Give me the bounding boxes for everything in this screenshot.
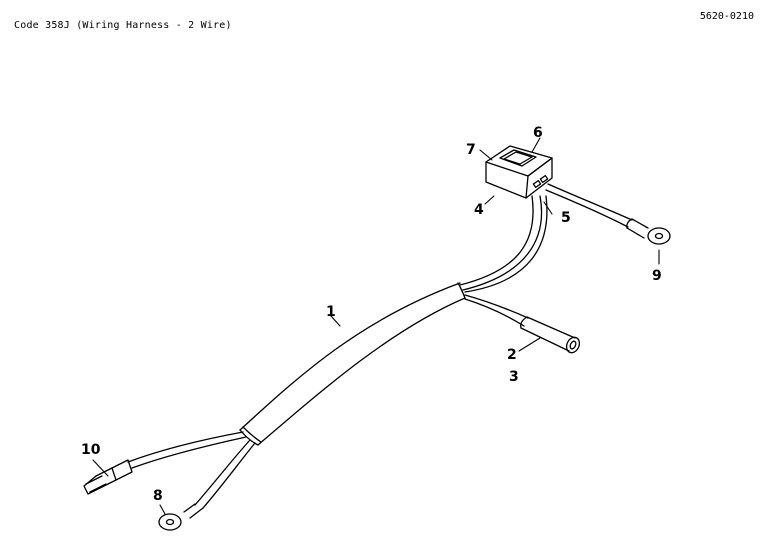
bullet-connector <box>520 316 581 354</box>
callout-6: 6 <box>533 125 543 141</box>
part-callouts: 1 2 3 4 5 6 7 8 9 10 <box>81 125 662 504</box>
callout-4: 4 <box>474 202 484 218</box>
wire-to-bullet-connector <box>464 294 529 327</box>
spade-terminal-10 <box>83 459 133 495</box>
callout-2: 2 <box>507 347 517 363</box>
callout-7: 7 <box>466 142 476 158</box>
callout-9: 9 <box>652 268 662 284</box>
callout-10: 10 <box>81 442 101 458</box>
wire-to-ring-terminal-9 <box>545 183 633 228</box>
wires-to-connector <box>459 195 548 293</box>
wires-left-end <box>127 431 256 509</box>
page-title: Code 358J (Wiring Harness - 2 Wire) <box>14 20 232 31</box>
callout-3: 3 <box>509 369 519 385</box>
callout-5: 5 <box>561 210 571 226</box>
callout-8: 8 <box>153 488 163 504</box>
harness-sheath <box>239 282 466 446</box>
leader-lines <box>92 137 660 515</box>
connector-housing <box>485 145 553 199</box>
ring-terminal-9 <box>626 218 671 245</box>
ring-terminal-8 <box>158 503 204 531</box>
figure-number: 5620-0210 <box>699 11 754 22</box>
callout-1: 1 <box>326 304 336 320</box>
